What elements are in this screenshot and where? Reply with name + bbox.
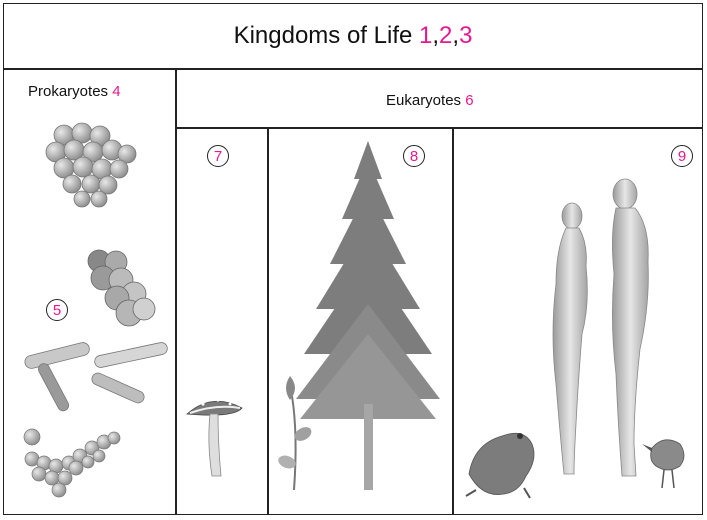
- spruce-tree-icon: [296, 141, 440, 490]
- bird-icon: [642, 440, 684, 488]
- bacilli-icon: [24, 341, 169, 413]
- bacteria-cluster-icon: [46, 123, 136, 207]
- mushroom-icon: [187, 398, 242, 476]
- human-figures-icon: [553, 179, 648, 476]
- diagram-frame: Kingdoms of Life 1, 2, 3 Prokaryotes 4 E…: [3, 3, 703, 515]
- illustrations: [4, 4, 702, 514]
- coccus-cluster-icon: [88, 250, 155, 326]
- coccus-chain-icon: [24, 429, 120, 497]
- frog-icon: [466, 433, 534, 498]
